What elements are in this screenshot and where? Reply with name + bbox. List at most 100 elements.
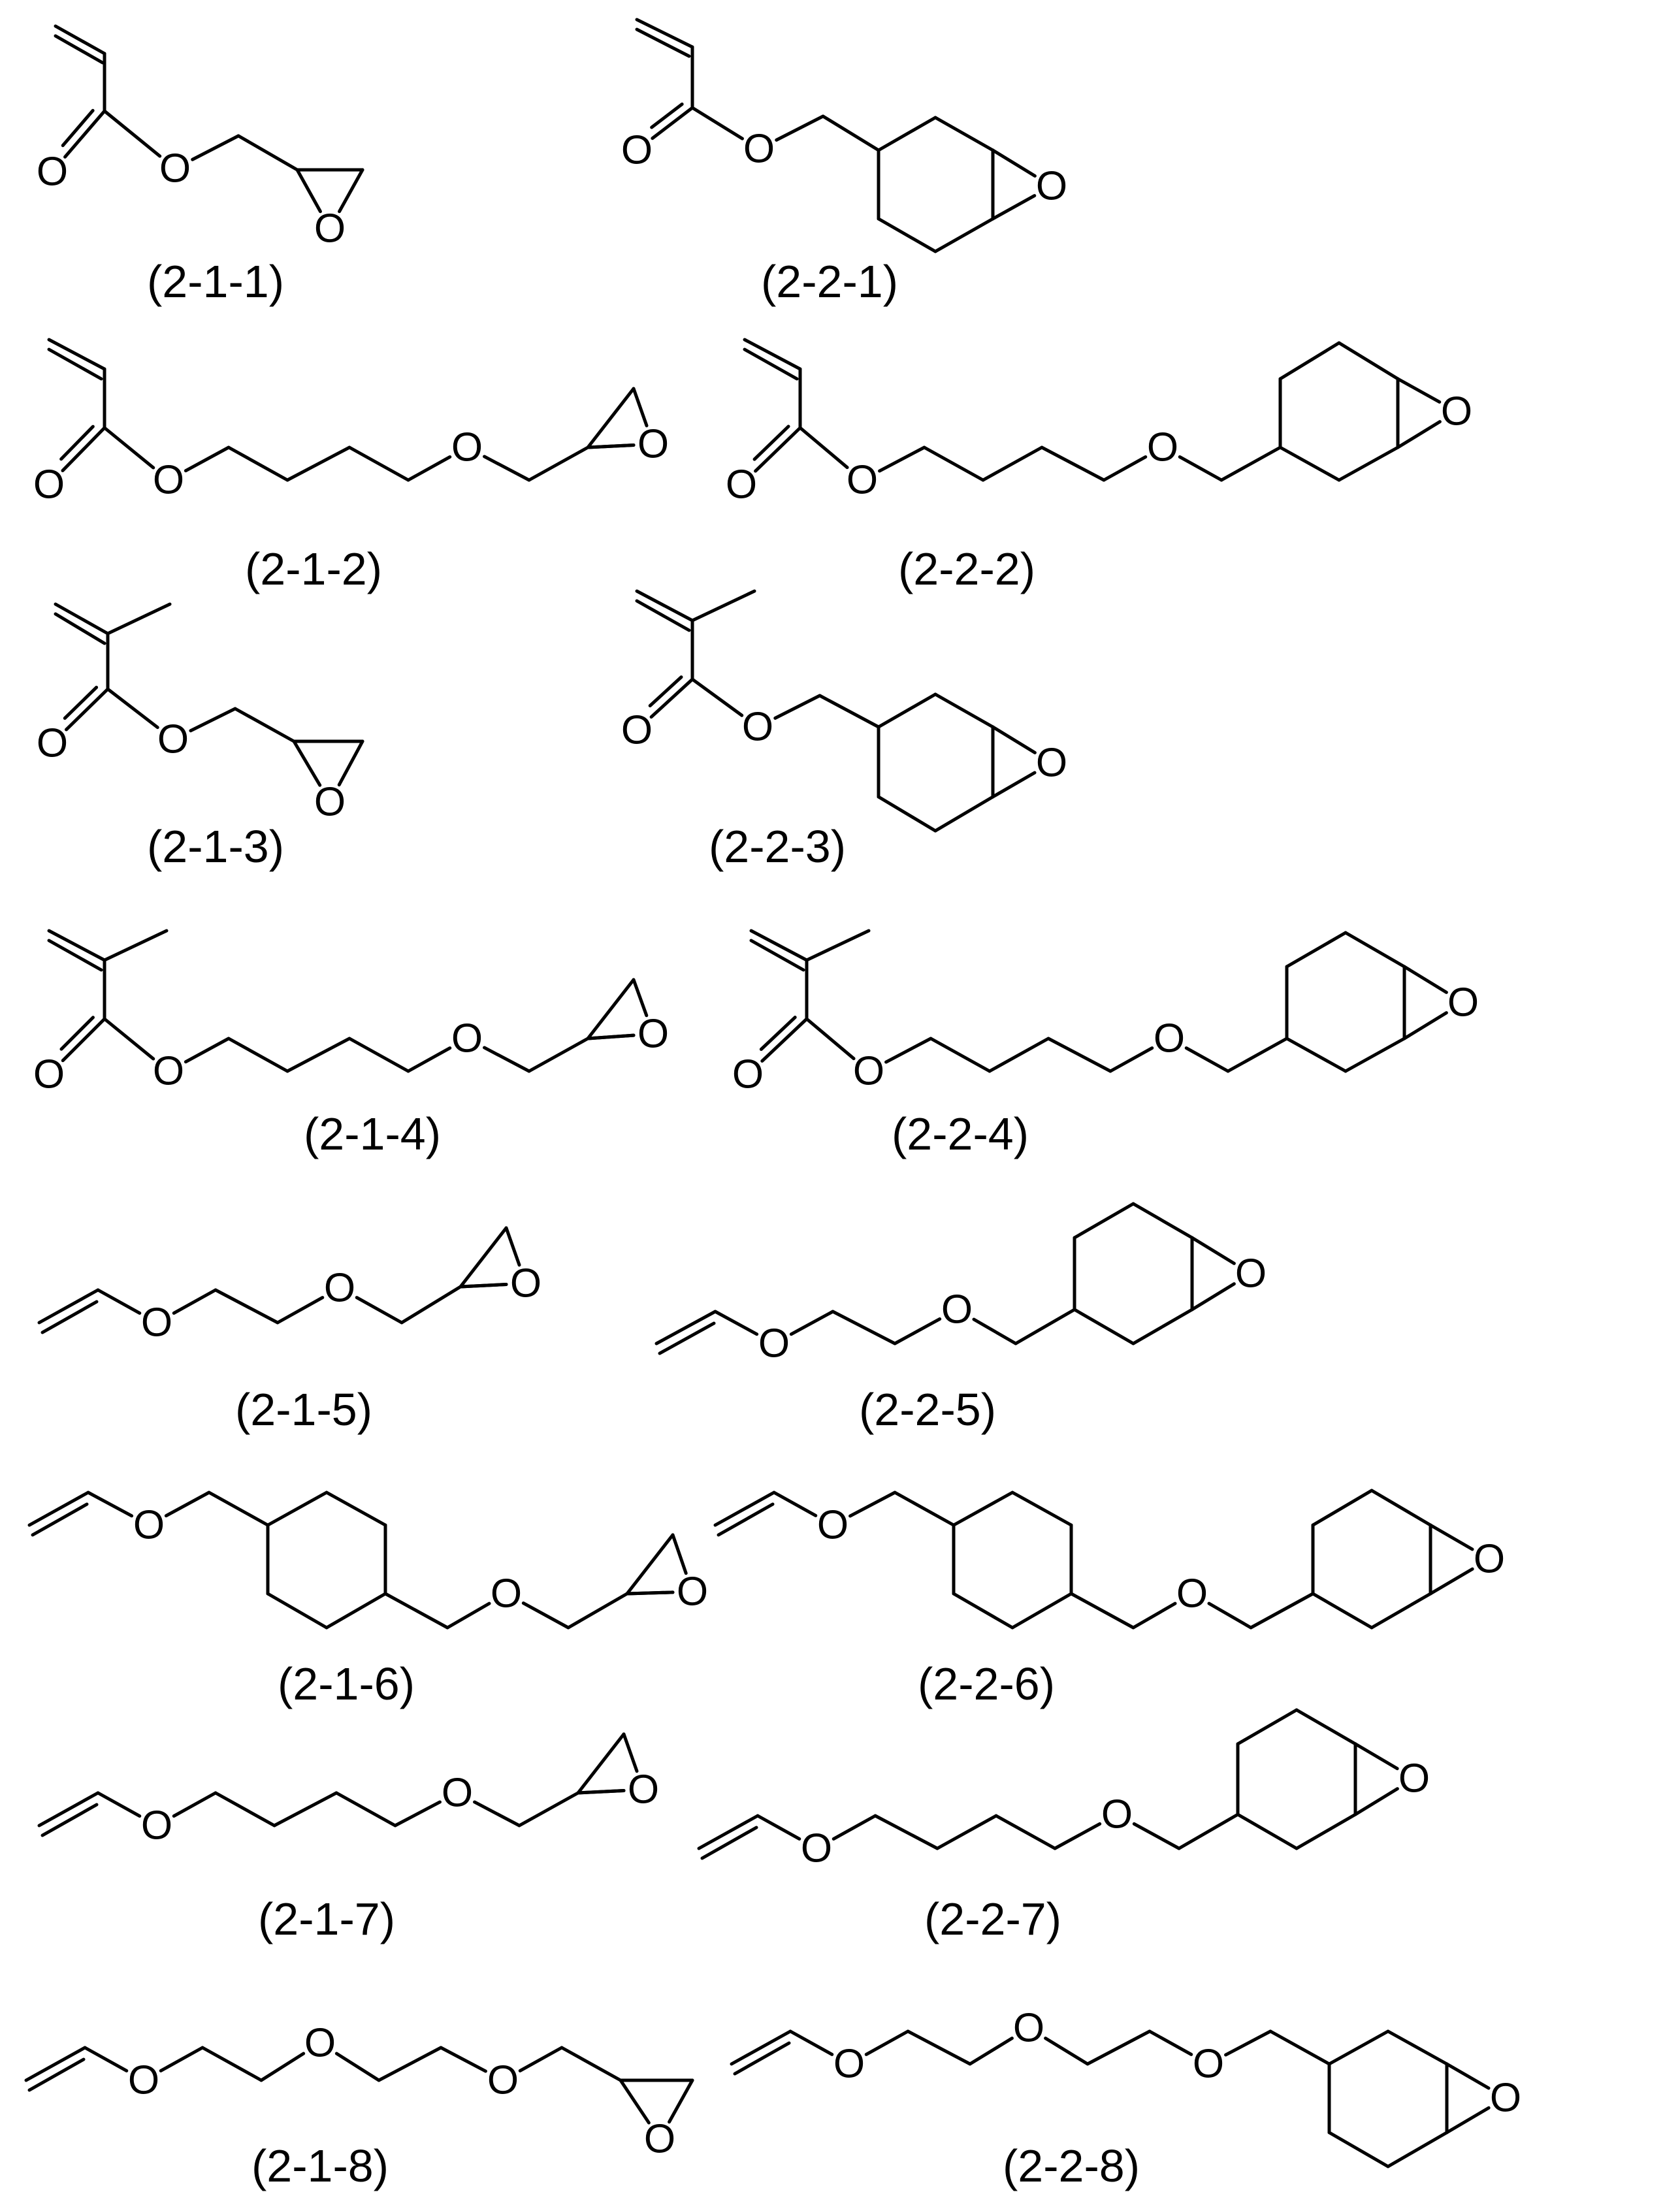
- bond: [627, 1535, 673, 1594]
- double-bond-inner: [652, 104, 682, 127]
- bond: [186, 1039, 229, 1062]
- bond: [1447, 2108, 1489, 2133]
- oxygen-atom: O: [621, 708, 653, 753]
- bond: [774, 1492, 816, 1515]
- bond: [791, 1312, 833, 1334]
- bond: [1179, 1814, 1238, 1848]
- bond: [1228, 1039, 1287, 1071]
- oxygen-atom: O: [1235, 1251, 1267, 1297]
- bond: [866, 2031, 908, 2054]
- bond: [268, 1594, 327, 1628]
- bond: [588, 980, 634, 1039]
- compound-2-2-5: OOO: [656, 1204, 1267, 1366]
- bond: [408, 457, 450, 480]
- compound-2-1-6: OOO: [29, 1492, 708, 1628]
- oxygen-atom: O: [801, 1826, 832, 1871]
- bond: [1329, 2133, 1388, 2167]
- compound-2-2-2: OOOO: [726, 340, 1472, 507]
- bond: [1280, 343, 1339, 379]
- bond: [715, 1312, 757, 1334]
- bond: [1251, 1594, 1313, 1628]
- bond: [756, 428, 800, 471]
- oxygen-atom: O: [1490, 2076, 1521, 2121]
- oxygen-atom: O: [153, 1049, 184, 1094]
- bond: [523, 1603, 568, 1628]
- oxygen-atom: O: [33, 1052, 65, 1097]
- bond: [385, 1594, 447, 1628]
- oxygen-atom: O: [742, 705, 773, 750]
- bond: [1110, 1048, 1152, 1071]
- oxygen-atom: O: [1101, 1792, 1133, 1837]
- bond: [1404, 967, 1446, 992]
- bond: [166, 1492, 209, 1516]
- bond: [209, 1492, 268, 1525]
- bond: [529, 1039, 588, 1071]
- compound-2-1-2: OOOO: [33, 340, 669, 507]
- bond: [807, 1019, 854, 1059]
- bond: [174, 1290, 216, 1313]
- bond: [191, 709, 235, 731]
- bond: [924, 447, 983, 480]
- bond: [238, 136, 297, 170]
- bond: [850, 1492, 895, 1516]
- bond: [268, 1492, 327, 1525]
- bond: [349, 1039, 408, 1071]
- bond: [408, 1048, 450, 1071]
- oxygen-atom: O: [159, 146, 191, 191]
- bond: [990, 1039, 1048, 1071]
- bond: [1447, 2064, 1489, 2088]
- oxygen-atom: O: [1193, 2042, 1224, 2087]
- oxygen-atom: O: [1474, 1537, 1505, 1582]
- bond: [1074, 1310, 1133, 1344]
- bond: [790, 2031, 832, 2054]
- bond: [460, 1284, 506, 1287]
- bond: [1430, 1569, 1472, 1594]
- bond: [886, 1039, 931, 1062]
- bond: [931, 1039, 990, 1071]
- bond: [1134, 1824, 1179, 1848]
- bond: [568, 1594, 627, 1628]
- bond: [506, 1228, 519, 1265]
- bond: [1133, 1603, 1175, 1628]
- bond: [1297, 1814, 1355, 1848]
- bond: [1150, 2031, 1191, 2054]
- bond: [287, 447, 349, 480]
- oxygen-atom: O: [732, 1052, 764, 1097]
- bond: [1012, 1594, 1071, 1628]
- bond: [1297, 1710, 1355, 1744]
- bond: [758, 1816, 800, 1839]
- oxygen-atom: O: [37, 721, 68, 766]
- compound-2-1-1: OOO: [37, 26, 363, 251]
- oxygen-atom: O: [304, 2021, 336, 2066]
- bond: [879, 797, 935, 831]
- bond: [823, 116, 879, 150]
- bond: [174, 1793, 216, 1816]
- oxygen-atom: O: [314, 206, 346, 251]
- bond: [1398, 422, 1440, 447]
- bond: [1313, 1490, 1372, 1525]
- bond: [1339, 343, 1398, 379]
- bond: [1287, 1039, 1346, 1071]
- bond: [692, 679, 742, 715]
- bond: [297, 170, 320, 212]
- bond: [193, 136, 238, 159]
- compound-label-2-2-3: (2-2-3): [709, 821, 846, 872]
- bond: [1372, 1594, 1430, 1628]
- bond: [993, 727, 1035, 752]
- oxygen-atom: O: [487, 2058, 519, 2103]
- bond: [441, 2048, 485, 2071]
- compound-2-1-7: OOO: [39, 1734, 659, 1848]
- bond: [1042, 447, 1104, 480]
- double-bond-inner: [650, 677, 681, 706]
- oxygen-atom: O: [1013, 2006, 1044, 2051]
- bond: [1071, 1594, 1133, 1628]
- oxygen-atom: O: [153, 458, 184, 503]
- bond: [996, 1816, 1055, 1848]
- bond: [519, 1793, 578, 1826]
- bond: [1329, 2031, 1388, 2064]
- oxygen-atom: O: [451, 425, 483, 470]
- bond: [186, 447, 229, 471]
- oxygen-atom: O: [1441, 389, 1472, 434]
- bond: [85, 2048, 127, 2070]
